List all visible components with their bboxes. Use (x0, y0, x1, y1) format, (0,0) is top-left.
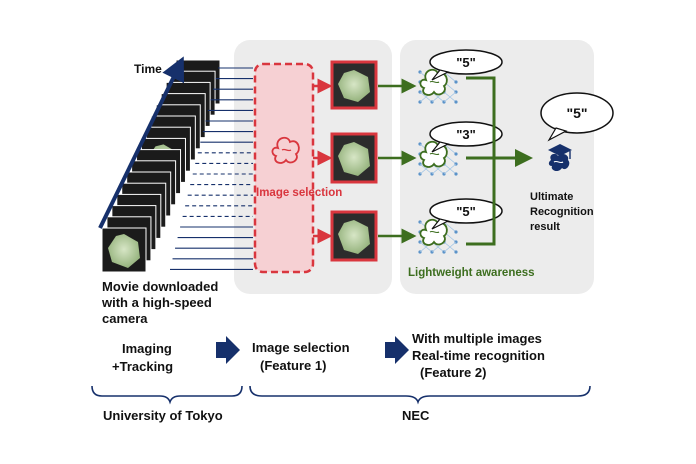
brace-nec (249, 385, 591, 405)
brace-university (91, 385, 243, 405)
ultimate-line3: result (530, 221, 560, 233)
image-selection-label: Image selection (256, 187, 342, 199)
graduate-brain-icon (548, 144, 572, 172)
results-bracket (466, 76, 496, 246)
step3-line1: With multiple images (412, 331, 542, 346)
camera-caption-line1: Movie downloaded (102, 279, 218, 294)
final-result-bubble: "5" (540, 92, 614, 142)
time-label: Time (134, 62, 162, 76)
step2-line2: (Feature 1) (260, 358, 326, 373)
ultimate-line1: Ultimate (530, 191, 573, 203)
pipeline-arrow-1 (216, 336, 240, 364)
frame-result-bubble-3: "5" (429, 198, 503, 230)
frame-stack (101, 59, 221, 273)
movie-frame (101, 227, 147, 273)
brain-icon-selection (271, 136, 300, 164)
step3-line2: Real-time recognition (412, 348, 545, 363)
lightweight-awareness-label: Lightweight awareness (408, 267, 535, 279)
ultimate-line2: Recognition (530, 206, 594, 218)
selected-frame-1 (330, 60, 378, 110)
brain-icon-3 (418, 218, 458, 254)
final-result: "5" (566, 105, 587, 121)
step3-line3: (Feature 2) (420, 365, 486, 380)
camera-caption-line3: camera (102, 311, 148, 326)
frame-result-3: "5" (456, 204, 476, 219)
step2-line1: Image selection (252, 340, 350, 355)
frame-result-1: "5" (456, 55, 476, 70)
org-nec: NEC (402, 408, 430, 423)
image-selection-box (253, 62, 315, 274)
time-axis-arrow (98, 56, 185, 229)
selected-frame-3 (330, 210, 378, 262)
frame-result-2: "3" (456, 127, 476, 142)
selected-frame-2 (330, 132, 378, 184)
step1-line2: +Tracking (112, 359, 173, 374)
pipeline-arrow-2 (385, 336, 409, 364)
frame-result-bubble-2: "3" (429, 121, 503, 153)
frame-lines (170, 67, 253, 270)
camera-caption-line2: with a high-speed (101, 295, 212, 310)
org-university: University of Tokyo (103, 408, 223, 423)
frame-result-bubble-1: "5" (429, 49, 503, 81)
step1-line1: Imaging (122, 341, 172, 356)
